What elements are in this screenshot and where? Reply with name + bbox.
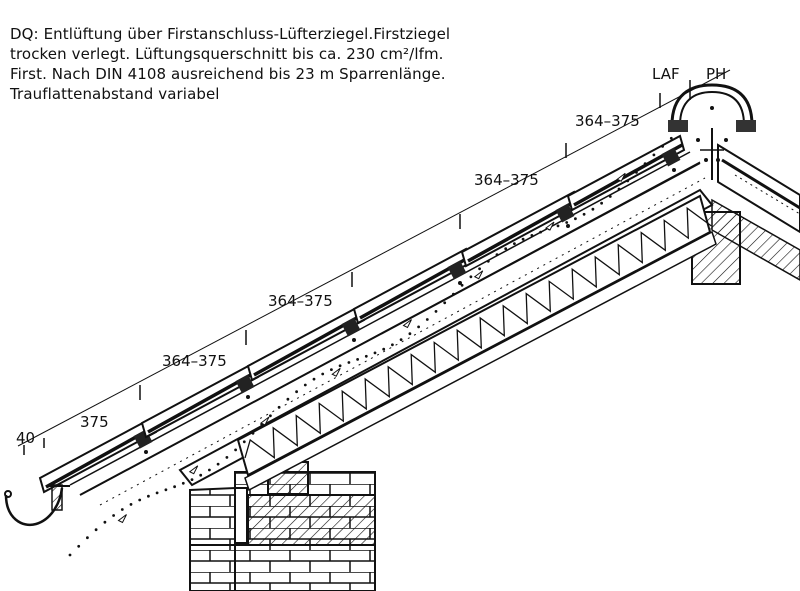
batten-spacing-label-3: 364–375: [474, 171, 539, 189]
counter-battens: [69, 151, 701, 491]
batten-spacing-label-1: 364–375: [162, 352, 227, 370]
rafter-and-insulation: [79, 162, 717, 506]
roof-tile: [246, 304, 366, 382]
caption: DQ: Entlüftung über Firstanschluss-Lüfte…: [10, 24, 450, 104]
eaves-spacing-label: 375: [80, 413, 109, 431]
ridge-tile: [668, 83, 756, 180]
roof-tile: [140, 361, 260, 439]
eaves-wall: [189, 461, 376, 591]
roof-tile: [460, 190, 580, 268]
dimension-lines: [17, 69, 731, 455]
caption-line-1: DQ: Entlüftung über Firstanschluss-Lüfte…: [10, 25, 451, 43]
ventilation-airflow: [68, 136, 673, 557]
roof-tile: [38, 416, 158, 494]
caption-line-4: Trauflattenabstand variabel: [10, 85, 220, 103]
caption-line-2: trocken verlegt. Lüftungsquerschnitt bis…: [10, 45, 444, 63]
caption-line-3: First. Nach DIN 4108 ausreichend bis 23 …: [10, 65, 446, 83]
roof-tile: [352, 247, 472, 325]
ph-label: PH: [706, 65, 726, 83]
roof-tiles: [38, 134, 686, 494]
batten-spacing-label-4: 364–375: [575, 112, 640, 130]
roof-tile: [566, 134, 686, 212]
gutter: [4, 484, 70, 527]
batten-spacing-label-2: 364–375: [268, 292, 333, 310]
overhang-label: 40: [16, 429, 35, 447]
laf-label: LAF: [652, 65, 680, 83]
